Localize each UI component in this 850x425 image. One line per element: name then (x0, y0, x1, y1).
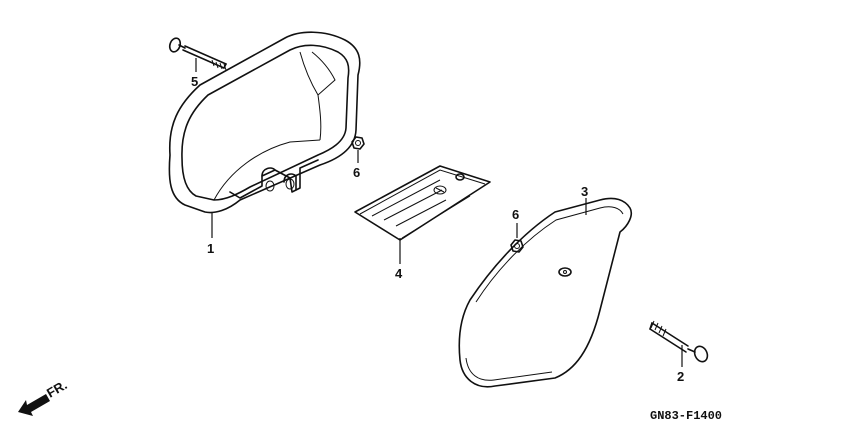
mounting-plate-4 (354, 165, 491, 241)
nut-6-lower (510, 239, 524, 253)
right-side-cover (458, 197, 633, 388)
nut-6-upper (351, 136, 365, 150)
callout-6-upper: 6 (353, 165, 360, 180)
callout-6-lower: 6 (512, 207, 519, 222)
callout-1: 1 (207, 241, 214, 256)
callout-4: 4 (395, 266, 403, 281)
callout-5: 5 (191, 74, 198, 89)
front-arrow-icon (18, 394, 50, 416)
left-side-cover (168, 31, 361, 214)
callout-2: 2 (677, 369, 684, 384)
bolt-5 (168, 37, 227, 71)
callout-3: 3 (581, 184, 588, 199)
drawing-code: GN83-F1400 (650, 409, 722, 423)
bolt-2 (649, 320, 709, 363)
front-label: FR. (44, 377, 70, 400)
